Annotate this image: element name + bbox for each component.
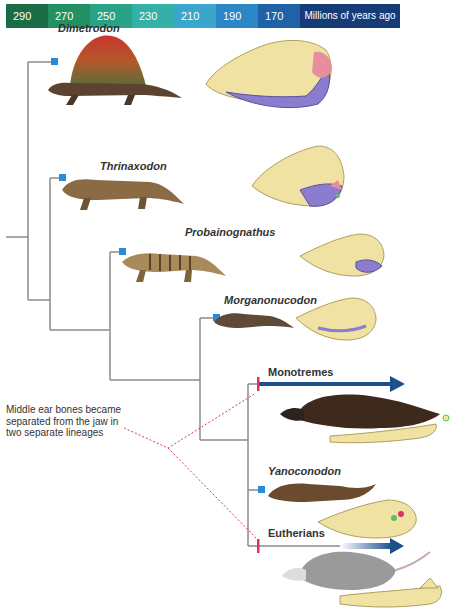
platypus-jaw (330, 424, 436, 443)
lineage-arrow (259, 382, 392, 386)
jaw-process (420, 578, 438, 588)
ear-bone (330, 180, 342, 190)
thrinaxodon-skull (252, 146, 344, 206)
platypus-bill (280, 408, 304, 421)
ear-bone (312, 52, 332, 78)
body-stripes (150, 254, 190, 271)
taxon-name: Dimetrodon (58, 22, 178, 35)
time-scale-cell: Millions of years ago (300, 4, 400, 28)
time-scale-cell: 230 (132, 4, 174, 28)
taxon-name: Probainognathus (185, 226, 315, 239)
jaw-bone (356, 260, 382, 272)
origin-tick (257, 377, 260, 391)
yanoconodon-skull (318, 500, 416, 538)
ear-bone (336, 194, 340, 198)
ear-bone (391, 515, 397, 521)
jaw-bone (318, 326, 366, 331)
callout-note: Middle ear bones became separated from t… (6, 404, 124, 439)
arrow-head (390, 376, 405, 392)
dimetrodon-legs (66, 95, 135, 105)
clade-name: Eutherians (268, 527, 388, 540)
time-label: 190 (223, 11, 241, 22)
probainognathus-skull (300, 234, 384, 276)
fossil-marker (119, 248, 126, 255)
lineage-arrow (340, 543, 392, 549)
time-label: Millions of years ago (304, 11, 395, 21)
origin-tick (257, 539, 260, 553)
opossum-body (300, 552, 396, 590)
probainognathus-body (122, 253, 226, 276)
taxon-name: Morganonucodon (224, 294, 354, 307)
clade-name: Monotremes (268, 366, 388, 379)
fossil-marker (258, 486, 265, 493)
opossum-tail (396, 552, 430, 570)
eutherian-jaw (340, 586, 442, 607)
time-scale-cell: 190 (216, 4, 258, 28)
time-label: 290 (13, 11, 31, 22)
ear-bone (398, 511, 404, 517)
ear-bone (443, 415, 449, 421)
thrinaxodon-body (62, 179, 184, 204)
fossil-marker (59, 174, 66, 181)
platypus-body (300, 395, 440, 429)
fossil-marker (51, 58, 58, 65)
dimetrodon-body (48, 83, 182, 98)
time-scale-cell: 210 (174, 4, 216, 28)
probainognathus-legs (136, 270, 192, 282)
time-scale-cell: 170 (258, 4, 300, 28)
dimetrodon-sail (70, 36, 146, 86)
callout-leader (124, 393, 256, 538)
morganucodon-body (214, 313, 294, 328)
taxon-name: Thrinaxodon (100, 160, 220, 173)
time-label: 210 (181, 11, 199, 22)
time-label: 270 (55, 11, 73, 22)
taxon-name: Yanoconodon (268, 465, 388, 478)
time-label: 170 (265, 11, 283, 22)
thrinaxodon-legs (80, 197, 147, 210)
arrow-head (390, 538, 404, 554)
time-scale-cell: 290 (6, 4, 48, 28)
opossum-head (282, 568, 306, 581)
time-label: 230 (139, 11, 157, 22)
yanoconodon-body (268, 484, 376, 503)
time-label: 250 (97, 11, 115, 22)
